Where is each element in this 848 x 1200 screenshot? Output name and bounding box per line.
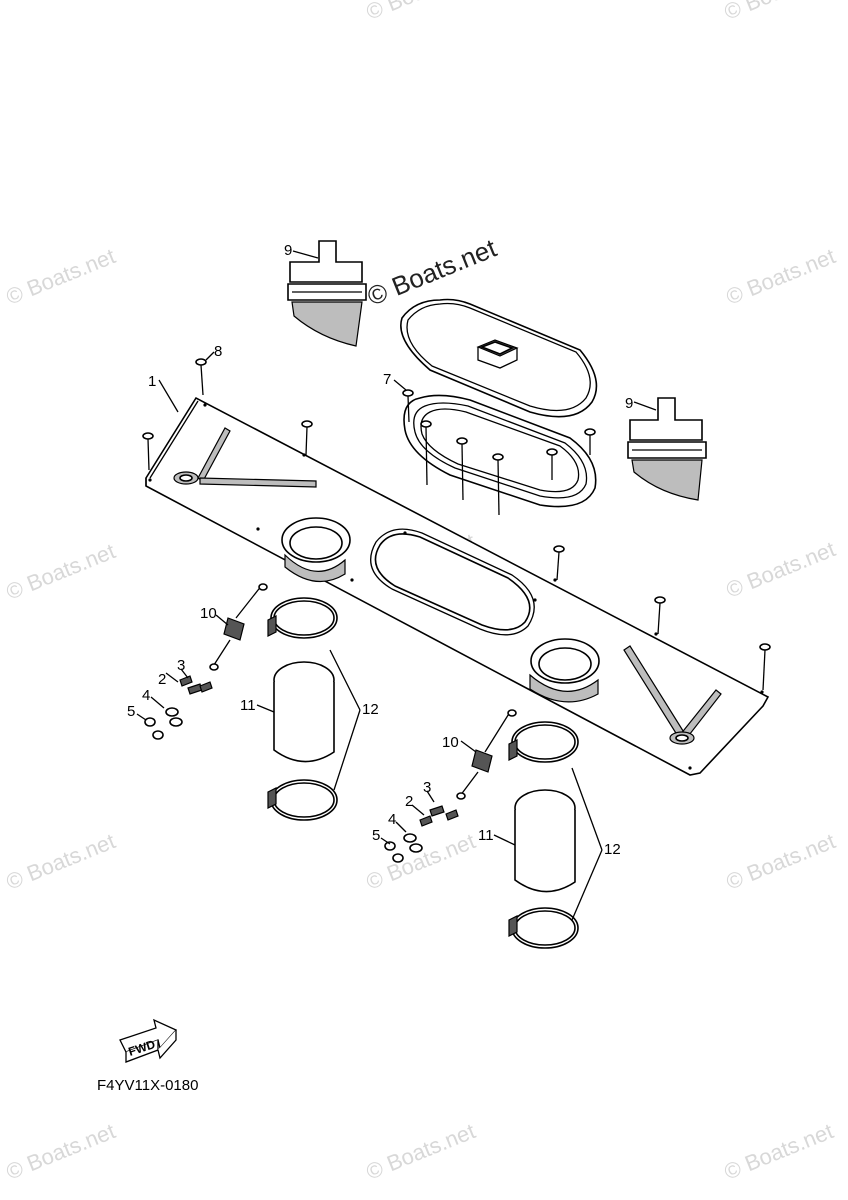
screw-8-icon [195, 358, 207, 396]
watermark: © Boats.net [3, 828, 119, 894]
bolt-icon [429, 805, 459, 821]
screw-icon [420, 420, 432, 486]
watermark: © Boats.net [3, 243, 119, 309]
screw-icon [142, 432, 154, 471]
screw-icon [759, 643, 771, 691]
nut-icon [384, 841, 396, 851]
vent-right [627, 397, 707, 501]
callout-2-right: 2 [405, 793, 413, 810]
hatch-frame [402, 389, 597, 516]
callout-3-left: 3 [177, 657, 185, 674]
callout-11-left: 11 [240, 697, 256, 714]
screw-icon [456, 437, 468, 501]
callout-7: 7 [383, 371, 391, 388]
nut-icon [152, 730, 164, 740]
leader-lines [136, 250, 657, 921]
screws [142, 358, 771, 691]
washer-icon [403, 833, 417, 843]
callout-10-left: 10 [200, 605, 217, 622]
watermark: © Boats.net [721, 1118, 837, 1184]
washer-icon [165, 707, 179, 717]
screw-7-icon [402, 389, 414, 423]
hose-assembly-left [144, 583, 338, 821]
callout-2-left: 2 [158, 671, 166, 688]
watermark: © Boats.net [721, 0, 837, 25]
nut-icon [392, 853, 404, 863]
screw-icon [546, 448, 558, 480]
callout-11-right: 11 [478, 827, 494, 844]
callout-4-right: 4 [388, 811, 396, 828]
bolt-icon [419, 815, 433, 827]
callout-9-left: 9 [284, 242, 292, 259]
callout-12-right: 12 [604, 841, 621, 858]
watermark: © Boats.net [3, 1118, 119, 1184]
vent-left [287, 240, 367, 347]
hatch-cover [400, 298, 598, 418]
fwd-arrow-icon: FWD [119, 1018, 178, 1063]
plate-rivets [148, 403, 764, 770]
callout-3-right: 3 [423, 779, 431, 796]
deck-plate [145, 396, 770, 776]
bolt-icon [179, 675, 193, 687]
screw-icon [584, 428, 596, 455]
callout-12-left: 12 [362, 701, 379, 718]
watermark: © Boats.net [363, 0, 479, 25]
screw-icon [654, 596, 666, 635]
watermark: © Boats.net [723, 536, 839, 602]
callout-9-right: 9 [625, 395, 633, 412]
watermark: © Boats.net [3, 538, 119, 604]
callout-4-left: 4 [142, 687, 150, 704]
nut-icon [144, 717, 156, 727]
watermark: © Boats.net [723, 243, 839, 309]
diagram-code: F4YV11X-0180 [97, 1077, 198, 1094]
callout-10-right: 10 [442, 734, 459, 751]
screw-icon [553, 545, 565, 581]
watermark: © Boats.net [723, 828, 839, 894]
washer-icon [169, 717, 183, 727]
callouts: 1 8 7 9 9 10 10 11 11 12 12 3 2 4 5 3 2 … [127, 242, 633, 858]
screw-icon [301, 420, 313, 456]
callout-5-left: 5 [127, 703, 135, 720]
callout-1: 1 [148, 373, 156, 390]
callout-5-right: 5 [372, 827, 380, 844]
washer-icon [409, 843, 423, 853]
hose-assembly-right [384, 709, 579, 949]
callout-8: 8 [214, 343, 222, 360]
screw-icon [492, 453, 504, 516]
watermark: © Boats.net [363, 1118, 479, 1184]
bolt-icon [187, 681, 213, 695]
